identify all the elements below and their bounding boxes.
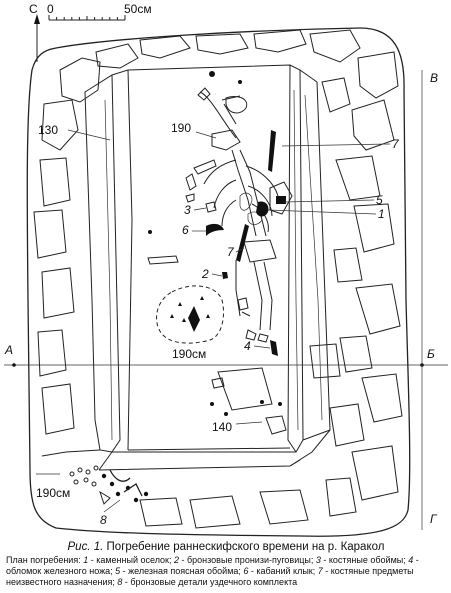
find-8-cluster bbox=[69, 465, 149, 505]
legend-num-1: 1 bbox=[83, 555, 89, 565]
legend-num-6: 6 bbox=[243, 566, 249, 576]
find-items bbox=[148, 71, 287, 435]
pit-outer-outline bbox=[26, 27, 411, 537]
find-1-whetstone bbox=[256, 201, 269, 217]
north-label: С bbox=[29, 2, 38, 16]
find-label-1: 1 bbox=[378, 207, 385, 221]
skeleton bbox=[147, 87, 293, 343]
find-label-8: 8 bbox=[100, 513, 107, 527]
legend-text-7: - костяные предметы неизвестного назначе… bbox=[6, 566, 414, 587]
north-arrow bbox=[34, 14, 40, 62]
section-label-g: Г bbox=[430, 512, 438, 526]
legend-num-2: 2 bbox=[174, 555, 180, 565]
depth-label-140: 140 bbox=[212, 420, 232, 434]
scale-start-label: 0 bbox=[47, 2, 54, 16]
legend-text-2: - бронзовые пронизи-пуговицы; bbox=[179, 555, 316, 565]
find-4-knife bbox=[270, 340, 278, 356]
find-5-belt-clasp bbox=[276, 196, 286, 204]
find-label-2: 2 bbox=[201, 267, 209, 281]
section-label-b: Б bbox=[427, 347, 435, 361]
legend-num-5: 5 bbox=[115, 566, 121, 576]
find-2-buttons bbox=[222, 272, 228, 279]
caption-title-text: Погребение раннескифского времени на р. … bbox=[106, 541, 385, 553]
section-label-v: В bbox=[430, 71, 438, 85]
find-label-4: 4 bbox=[244, 339, 251, 353]
inner-pit-marks bbox=[170, 296, 210, 322]
caption-fig-label: Рис. 1. bbox=[67, 541, 104, 553]
legend-text-6: - кабаний клык; bbox=[248, 566, 318, 576]
depth-label-190-pit: 190см bbox=[172, 347, 206, 361]
find-label-7-lower: 7 bbox=[227, 245, 235, 259]
legend-num-3: 3 bbox=[315, 555, 321, 565]
legend-text-8: - бронзовые детали уздечного комплекта bbox=[122, 577, 298, 587]
caption-title: Рис. 1. Погребение раннескифского времен… bbox=[6, 540, 446, 554]
find-7-lower bbox=[236, 224, 249, 262]
figure-caption: Рис. 1. Погребение раннескифского времен… bbox=[6, 540, 446, 588]
legend-num-8: 8 bbox=[117, 577, 123, 587]
legend-text-4: - обломок железного ножа; bbox=[6, 555, 419, 576]
scale-end-label: 50см bbox=[124, 2, 152, 16]
caption-legend: План погребения: 1 - каменный оселок; 2 … bbox=[6, 555, 446, 588]
find-7-upper bbox=[268, 130, 276, 172]
leader-lines bbox=[36, 129, 391, 513]
find-3-bone-clasps bbox=[205, 201, 217, 213]
section-line-ab bbox=[4, 363, 448, 367]
find-6-tusk bbox=[206, 223, 224, 236]
legend-num-7: 7 bbox=[317, 566, 323, 576]
wooden-frame bbox=[41, 64, 331, 471]
find-label-7-upper: 7 bbox=[392, 137, 400, 151]
find-label-5: 5 bbox=[376, 193, 383, 207]
depth-label-190-top: 190 bbox=[171, 121, 191, 135]
section-label-a: А bbox=[4, 343, 13, 357]
stone-ring bbox=[33, 29, 403, 529]
find-label-6: 6 bbox=[182, 223, 189, 237]
depth-label-190-bottom: 190см bbox=[36, 486, 70, 500]
legend-text-3: - костяные обоймы; bbox=[320, 555, 409, 565]
inner-pit-outline bbox=[156, 285, 224, 344]
legend-num-4: 4 bbox=[408, 555, 414, 565]
legend-text-1: - каменный оселок; bbox=[88, 555, 174, 565]
depth-label-130: 130 bbox=[38, 123, 58, 137]
scale-bar bbox=[48, 15, 126, 21]
caption-intro: План погребения: bbox=[6, 555, 84, 565]
legend-text-5: - железная поясная обойма; bbox=[120, 566, 244, 576]
find-label-3: 3 bbox=[184, 203, 191, 217]
